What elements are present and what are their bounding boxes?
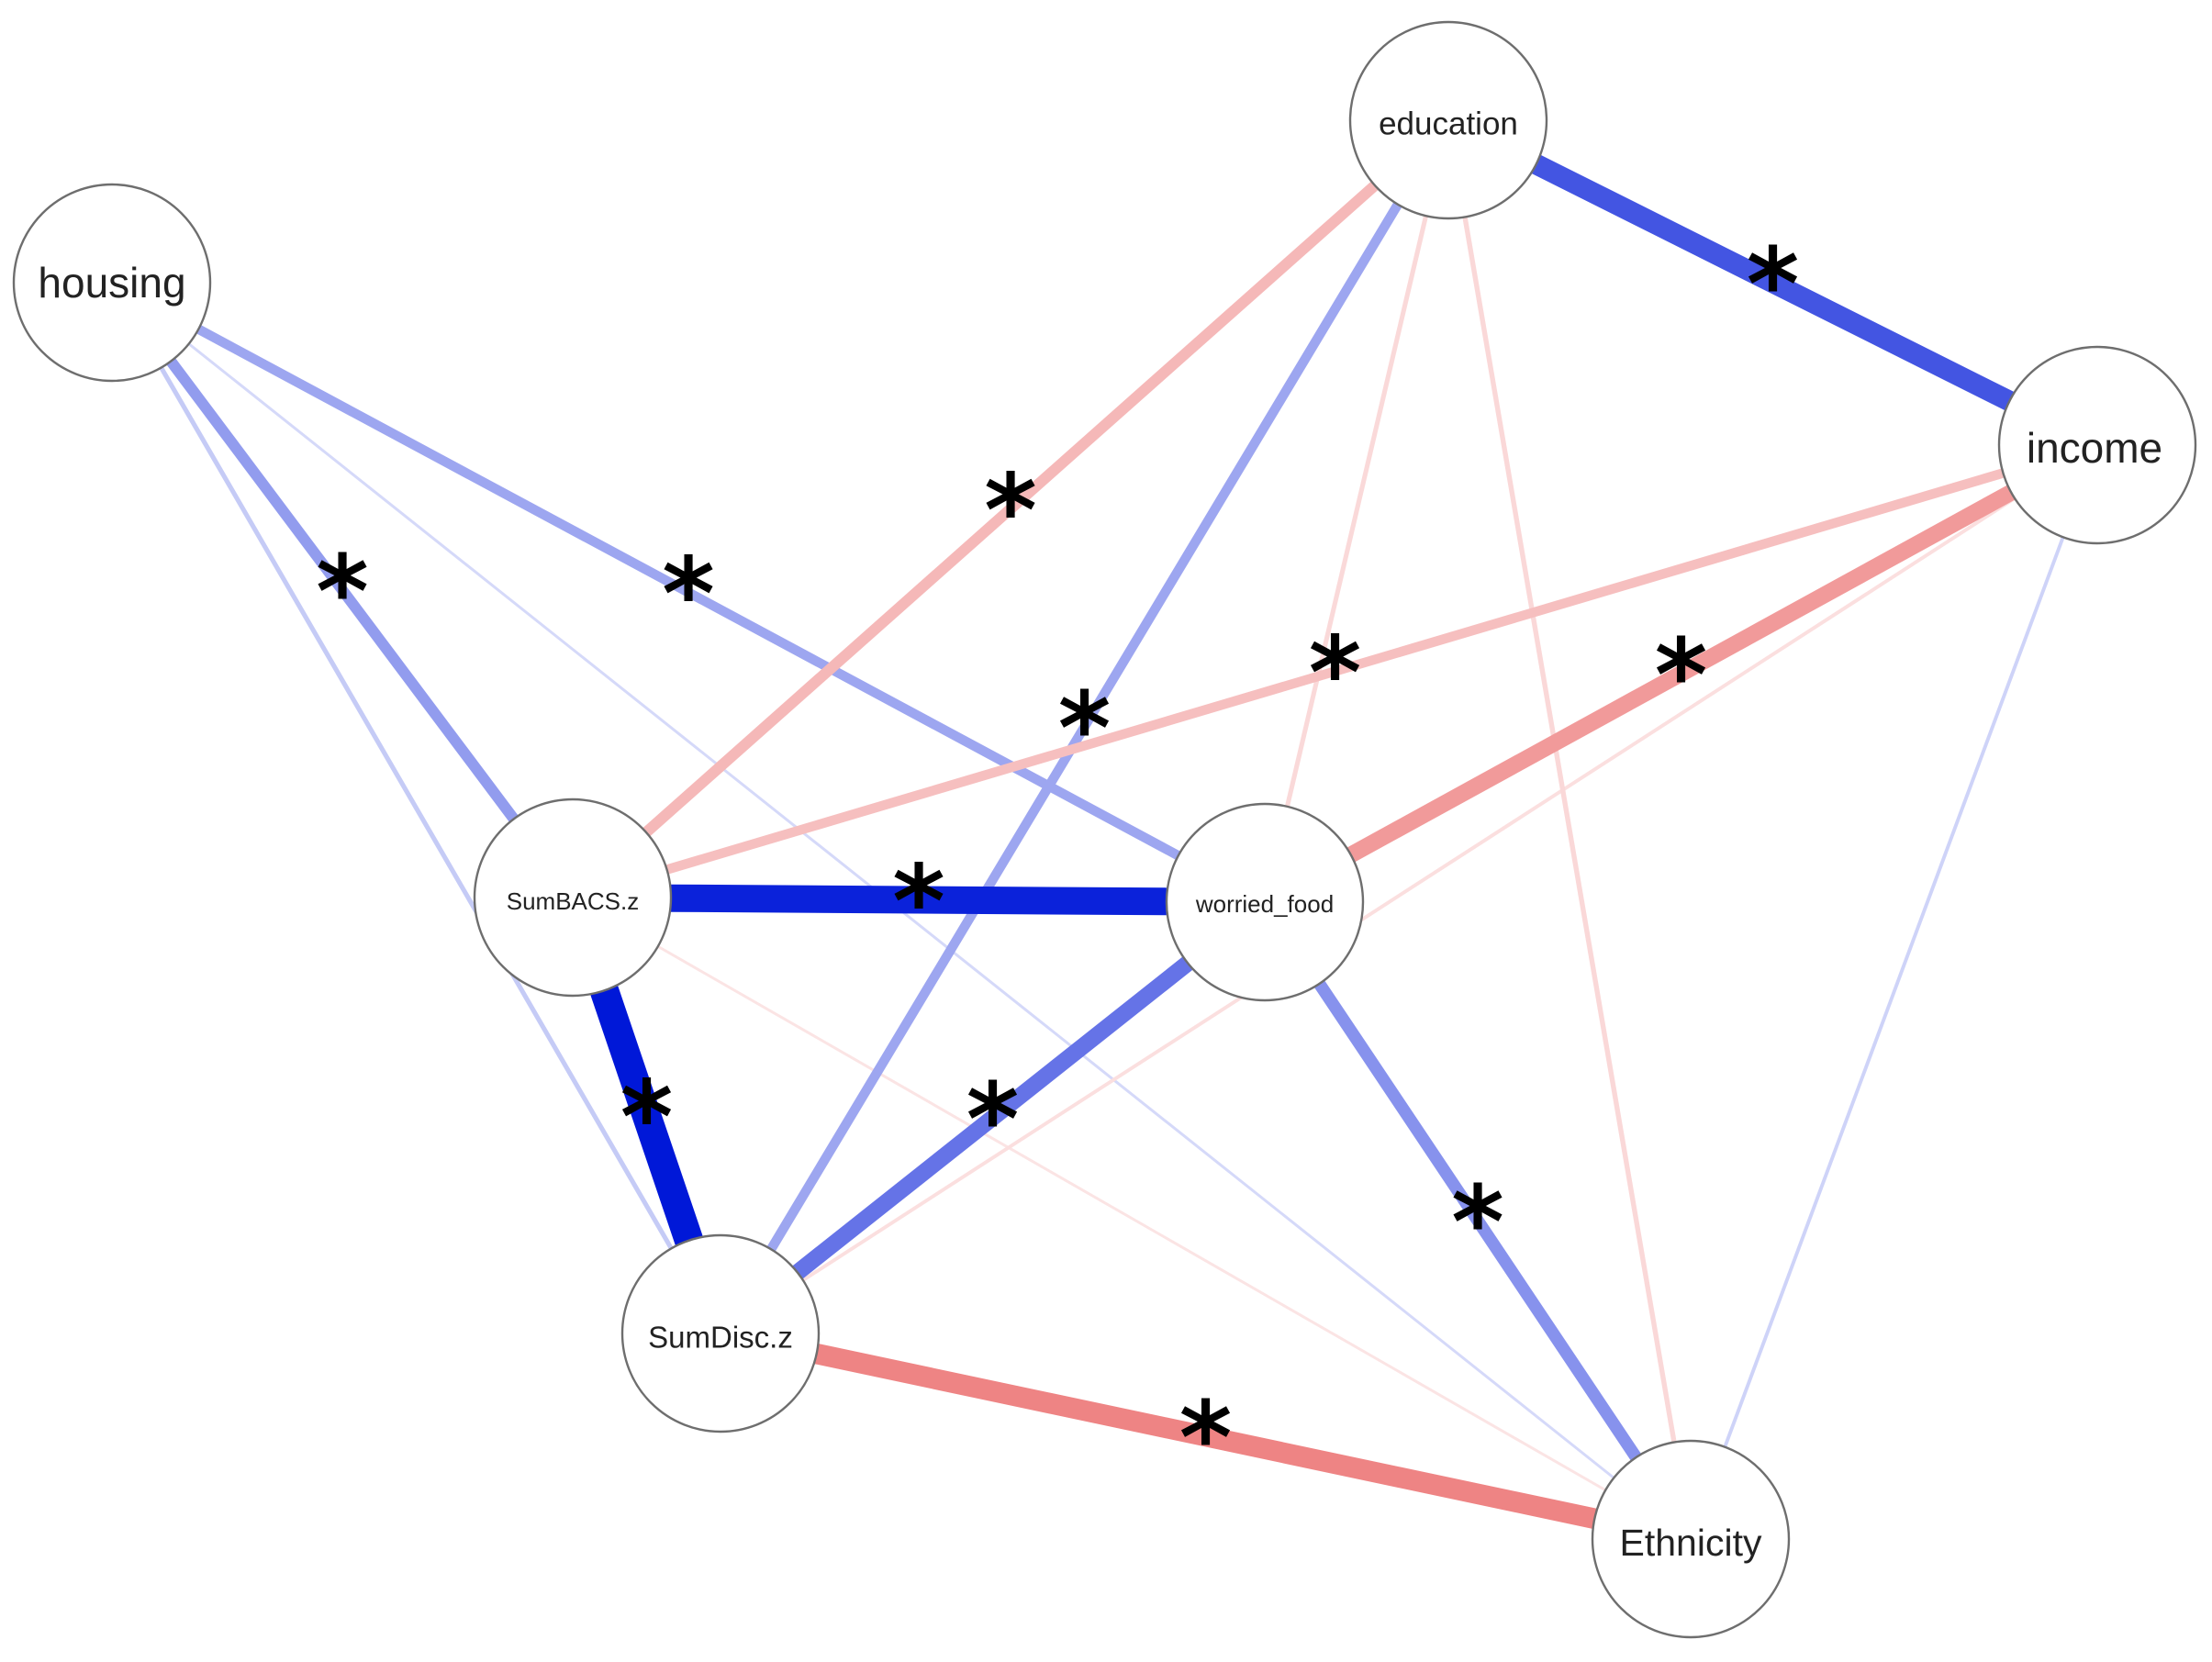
edge-housing-sumbacs-z bbox=[166, 358, 519, 822]
node-income: income bbox=[1997, 345, 2197, 545]
node-layer: housing education income SumBACS.z worri… bbox=[12, 20, 2197, 1639]
node-worried-food-label: worried_food bbox=[1195, 890, 1334, 918]
node-ethnicity-label: Ethnicity bbox=[1620, 1522, 1762, 1564]
significance-star-education-sumbacs-z: * bbox=[984, 452, 1037, 570]
edge-education-income bbox=[1531, 154, 2015, 411]
edge-income-sumbacs-z bbox=[665, 468, 2005, 875]
node-sumdisc-label: SumDisc.z bbox=[648, 1321, 793, 1355]
node-worried-food-circle bbox=[1165, 802, 1365, 1002]
node-sumbacs-label: SumBACS.z bbox=[507, 887, 640, 915]
node-income-label: income bbox=[2027, 424, 2162, 472]
significance-star-education-sumdisc-z: * bbox=[1058, 670, 1112, 787]
node-housing-circle bbox=[12, 183, 212, 383]
significance-star-education-income: * bbox=[1747, 226, 1800, 343]
node-ethnicity-circle bbox=[1591, 1439, 1791, 1639]
significance-star-sumbacs-z-worried-food: * bbox=[892, 843, 945, 961]
node-education: education bbox=[1348, 20, 1548, 220]
significance-star-housing-sumbacs-z: * bbox=[316, 533, 369, 651]
node-education-label: education bbox=[1379, 106, 1518, 142]
edge-income-worried-food bbox=[1346, 485, 2016, 863]
node-income-circle bbox=[1997, 345, 2197, 545]
node-ethnicity: Ethnicity bbox=[1591, 1439, 1791, 1639]
significance-star-income-sumbacs-z: * bbox=[1309, 615, 1362, 732]
edge-education-sumdisc-z bbox=[766, 202, 1402, 1252]
node-housing: housing bbox=[12, 183, 212, 383]
edge-sumbacs-z-ethnicity bbox=[657, 944, 1606, 1492]
edge-education-sumbacs-z bbox=[642, 181, 1379, 837]
node-worried-food: worried_food bbox=[1165, 802, 1365, 1002]
significance-star-housing-worried-food: * bbox=[662, 536, 715, 653]
edge-sumdisc-z-ethnicity bbox=[814, 1344, 1597, 1529]
significance-star-sumdisc-z-ethnicity: * bbox=[1179, 1379, 1233, 1497]
edge-housing-sumdisc-z bbox=[159, 366, 674, 1250]
edge-income-ethnicity bbox=[1723, 536, 2065, 1448]
edge-sumbacs-z-worried-food bbox=[670, 884, 1167, 916]
edge-education-ethnicity bbox=[1462, 217, 1677, 1443]
edge-income-sumdisc-z bbox=[801, 496, 2016, 1282]
node-sumdisc-circle bbox=[620, 1233, 821, 1433]
edge-sumbacs-z-sumdisc-z bbox=[590, 986, 703, 1245]
edge-worried-food-ethnicity bbox=[1313, 980, 1642, 1461]
significance-marker-layer: ************ bbox=[316, 226, 1799, 1497]
node-housing-label: housing bbox=[38, 259, 185, 307]
node-education-circle bbox=[1348, 20, 1548, 220]
edge-layer bbox=[159, 154, 2065, 1529]
significance-star-worried-food-ethnicity: * bbox=[1451, 1164, 1504, 1281]
significance-star-worried-food-sumdisc-z: * bbox=[966, 1061, 1020, 1178]
node-sumdisc: SumDisc.z bbox=[620, 1233, 821, 1433]
edge-education-worried-food bbox=[1284, 215, 1429, 808]
significance-star-sumbacs-z-sumdisc-z: * bbox=[620, 1059, 674, 1177]
node-sumbacs: SumBACS.z bbox=[473, 798, 673, 998]
edge-worried-food-sumdisc-z bbox=[792, 956, 1193, 1279]
significance-star-income-worried-food: * bbox=[1655, 617, 1708, 734]
node-sumbacs-circle bbox=[473, 798, 673, 998]
